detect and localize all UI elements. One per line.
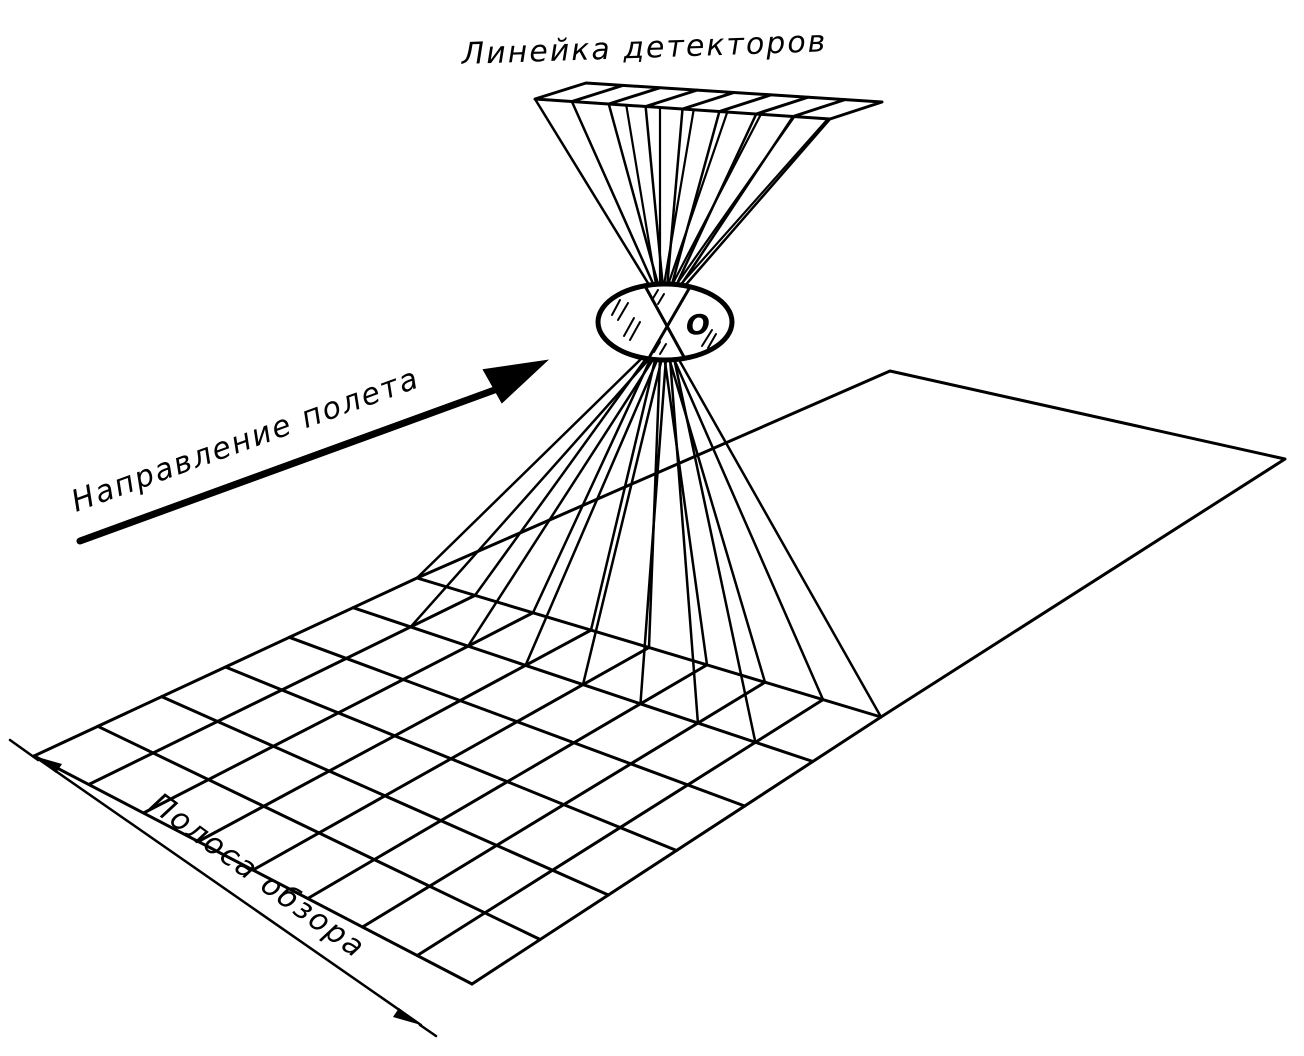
ground-ray [473, 356, 648, 597]
detector-ray [672, 96, 810, 290]
ground-ray [672, 356, 757, 744]
arrowhead-icon [482, 359, 550, 404]
grid-line-along [415, 698, 825, 957]
ground-swath-far [415, 369, 1287, 719]
detector-cells [570, 83, 847, 118]
grid-line-along [196, 628, 593, 843]
ground-rays [409, 356, 883, 744]
grid-line-along [87, 593, 477, 786]
ground-ray [663, 356, 709, 667]
detector-ray [665, 91, 736, 290]
detector-rays [533, 84, 847, 290]
ground-ray [668, 356, 700, 725]
lens-glass-hatching [611, 289, 717, 355]
ground-grid [32, 576, 883, 986]
grid-line-along [142, 611, 535, 815]
ground-ray [589, 356, 657, 632]
swath-arrow-right-icon [393, 1008, 421, 1025]
ground-ray [581, 356, 664, 686]
ground-ray [676, 356, 883, 719]
detector-ray [621, 84, 658, 290]
detector-cell-divider [607, 86, 662, 106]
ground-ray [466, 356, 656, 648]
swath-dimension [8, 738, 438, 1038]
detector-cell-divider [717, 93, 773, 113]
ground-ray [639, 356, 668, 706]
swath-arrow-left-icon [34, 756, 62, 773]
ground-ray [415, 356, 644, 580]
flight-direction-arrow [76, 359, 550, 545]
grid-line-along [306, 663, 709, 900]
grid-line-along [32, 576, 419, 758]
detector-ray [665, 107, 684, 290]
detector-cell-divider [754, 95, 810, 116]
detector-cell-divider [681, 91, 736, 111]
detector-ray [669, 110, 721, 290]
detector-cell-divider [644, 88, 699, 108]
flight-direction-label: Направление полета [67, 361, 425, 520]
detector-ray [681, 117, 832, 290]
detector-ray [570, 100, 657, 290]
detector-ray [676, 98, 847, 290]
ground-ray [409, 356, 652, 629]
grid-line-along [470, 715, 883, 986]
ground-ray [531, 356, 653, 614]
detector-cell-divider [570, 83, 625, 103]
grid-line-along [251, 646, 651, 872]
detector-ray [662, 89, 699, 290]
ground-ray [672, 356, 825, 701]
detector-cell-divider [791, 98, 847, 118]
swath-label: Полоса обзора [143, 786, 372, 966]
lens-label: О [686, 308, 710, 341]
ground-ray [524, 356, 660, 667]
lens: О [595, 281, 735, 363]
detector-ray [669, 93, 773, 290]
detector-line-label: Линейка детекторов [460, 24, 828, 72]
detector-ray [533, 97, 653, 290]
